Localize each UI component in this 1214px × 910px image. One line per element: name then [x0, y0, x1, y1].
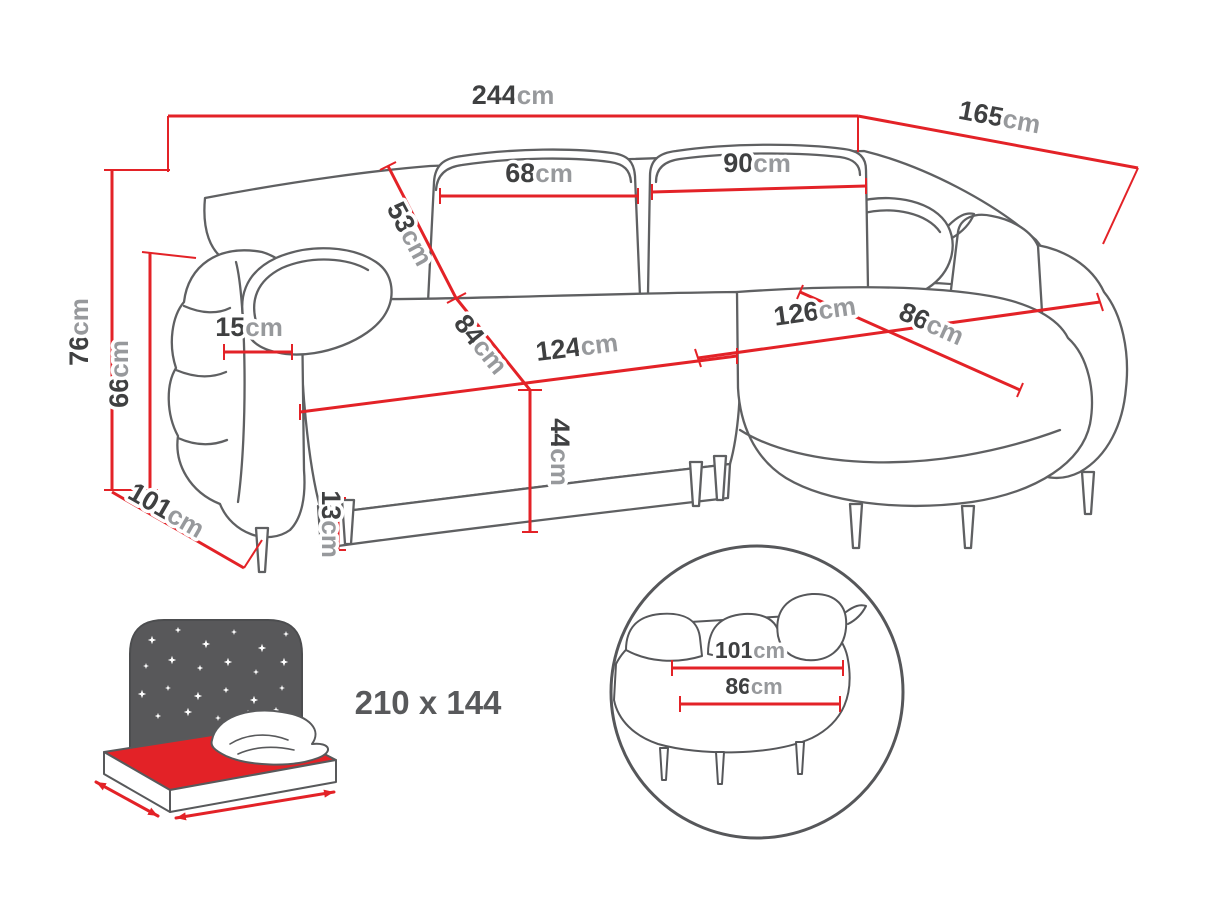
dim-label-armrest-height: 66cm [104, 340, 134, 408]
bed-blanket [210, 709, 329, 766]
chaise-front-contour [738, 428, 1062, 464]
dim-line-124 [299, 354, 738, 414]
sleeping-area-label: 210 x 144 [355, 684, 502, 721]
dim-line-165 [857, 114, 1139, 170]
back-cushion-left-piping [434, 157, 633, 192]
dim-label-back-cushion-left: 68cm [505, 158, 573, 188]
dimension-ticks [104, 116, 1139, 712]
dim-label-total-width: 244cm [472, 80, 555, 110]
back-cushion-right-piping [654, 152, 862, 184]
dimension-lines [104, 114, 1139, 712]
dim-label-armrest-width: 15cm [215, 312, 283, 342]
detail-back-cushion-1 [625, 612, 703, 662]
armrest-tuft-lines [174, 260, 246, 504]
dim-line-101 [111, 490, 245, 570]
chaise-pillow-corner [946, 212, 976, 240]
dim-label-detail-depth: 101cm [715, 637, 785, 663]
dim-label-right-depth: 165cm [956, 95, 1043, 140]
detail-pillow [776, 592, 848, 662]
sofa-illustration [167, 143, 1129, 574]
armrest-pillow [241, 247, 393, 356]
dim-line-126 [697, 300, 1101, 360]
bed-blanket-folds [229, 734, 295, 755]
dim-label-total-height: 76cm [64, 298, 94, 366]
dim-label-leg-height: 13cm [316, 490, 346, 558]
detail-legs [659, 741, 805, 785]
bed-icon [94, 619, 337, 821]
detail-back-cushion-2 [707, 612, 782, 660]
expand-arrow-icons [94, 780, 336, 821]
chaise-seat [735, 286, 1094, 507]
dim-label-detail-width: 86cm [725, 673, 782, 699]
dim-label-back-cushion-right: 90cm [723, 148, 791, 178]
dim-label-seat-height: 44cm [545, 418, 575, 486]
dim-line-90 [651, 184, 867, 194]
armrest-pillow-piping [253, 258, 370, 330]
dim-line-86 [799, 290, 1021, 392]
detail-view [609, 544, 905, 840]
detail-pillow-corner [845, 604, 867, 625]
sofa-legs [254, 454, 1096, 574]
